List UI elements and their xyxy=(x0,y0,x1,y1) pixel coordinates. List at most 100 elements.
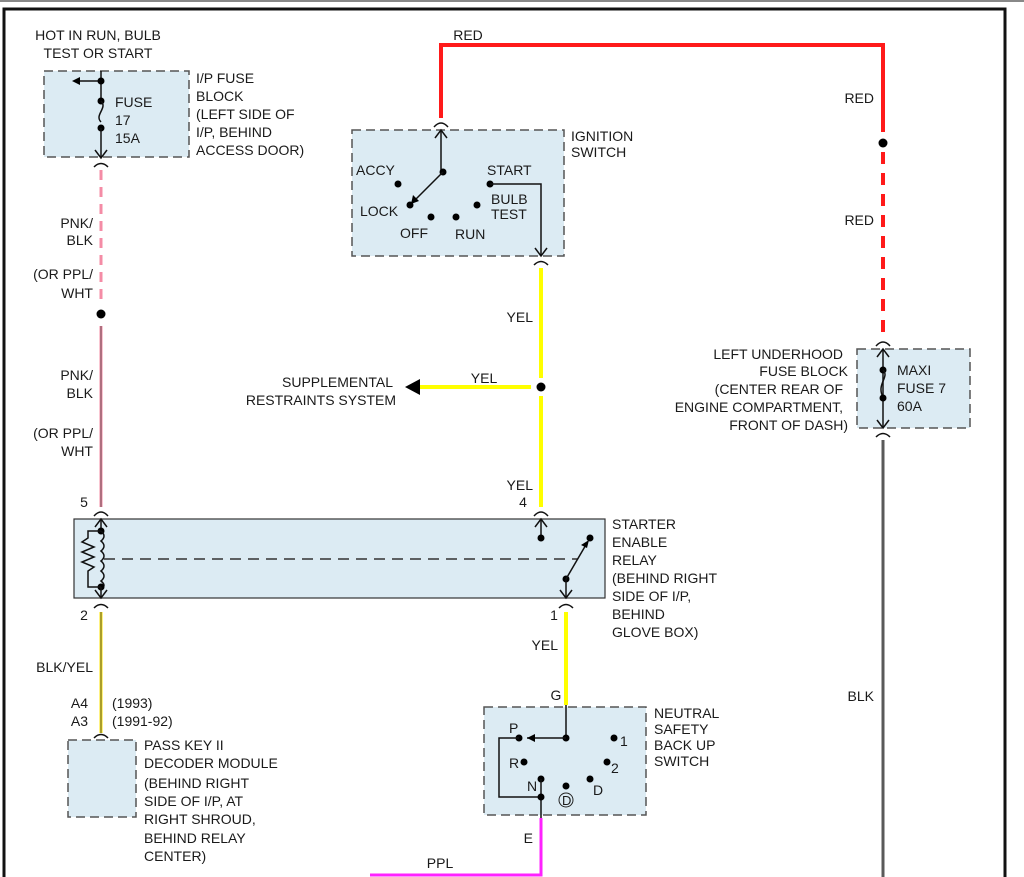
ignition-switch-name: SWITCH xyxy=(571,144,626,160)
ip-fuse-block-desc: I/P, BEHIND xyxy=(196,124,272,140)
splice-pnk xyxy=(96,309,106,319)
wire-label-yel: YEL xyxy=(471,370,498,386)
fuse-node xyxy=(879,394,887,402)
pin-label: 1 xyxy=(550,607,558,623)
nss-pos-od xyxy=(562,782,570,790)
passkey-desc: RIGHT SHROUD, xyxy=(144,811,256,827)
ignition-contact-arm xyxy=(413,171,444,202)
nss-pos-label: N xyxy=(527,778,537,794)
nss-pin-out: E xyxy=(524,830,533,846)
nss-pin-in: G xyxy=(551,687,562,703)
splice-yel xyxy=(536,382,546,392)
maxi-fuse-label: 60A xyxy=(897,398,923,414)
ip-fuse-block-desc: ACCESS DOOR) xyxy=(196,142,304,158)
passkey-year: (1991-92) xyxy=(112,713,173,729)
wire-label-pnk: BLK xyxy=(67,232,94,248)
connector-arrow-icon xyxy=(534,517,548,528)
arrow-left-icon xyxy=(72,77,80,85)
connector-arrow-icon xyxy=(534,247,548,258)
passkey-desc: CENTER) xyxy=(144,848,206,864)
pin-label: 4 xyxy=(519,494,527,510)
start-circuit xyxy=(490,183,542,256)
ignition-switch-name: IGNITION xyxy=(571,128,633,144)
passkey-pin: A3 xyxy=(71,713,88,729)
passkey-desc: DECODER MODULE xyxy=(144,755,278,771)
nss-pos-1 xyxy=(610,734,618,742)
pos-accy xyxy=(394,180,402,188)
connector-cap-icon xyxy=(93,733,109,739)
connector-arrow-icon xyxy=(876,347,890,358)
fuse-symbol-icon xyxy=(98,100,104,123)
underhood-desc: FUSE BLOCK xyxy=(759,363,848,379)
relay-desc: BEHIND xyxy=(612,606,665,622)
wire-label-alt: (OR PPL/ xyxy=(33,266,93,282)
fuse17-label: FUSE xyxy=(115,94,152,110)
ip-fuse-block-desc: BLOCK xyxy=(196,88,244,104)
pos-bulb-label: BULB xyxy=(491,191,528,207)
wire-label-red: RED xyxy=(844,90,874,106)
connector-cap-icon xyxy=(875,341,891,347)
passkey-year: (1993) xyxy=(112,695,152,711)
ip-fuse-block-desc: (LEFT SIDE OF xyxy=(196,106,295,122)
nss-pos-r xyxy=(520,758,528,766)
wire-label-alt: (OR PPL/ xyxy=(33,425,93,441)
maxi-fuse-label: FUSE 7 xyxy=(897,380,946,396)
nss-pos-label: R xyxy=(509,755,519,771)
pos-off xyxy=(427,213,435,221)
switch-contact xyxy=(586,534,594,542)
pos-start-label: START xyxy=(487,162,532,178)
relay-coil-icon xyxy=(99,530,105,589)
nss-pos-label: D xyxy=(593,782,603,798)
nss-desc: NEUTRAL xyxy=(654,705,720,721)
passkey-desc: SIDE OF I/P, AT xyxy=(144,793,244,809)
arm-arrow-icon xyxy=(527,734,535,742)
passkey-module-box xyxy=(67,739,137,818)
nss-pos-d xyxy=(586,775,594,783)
passkey-desc: PASS KEY II xyxy=(144,737,224,753)
fuse17-label: 17 xyxy=(115,112,131,128)
switch-contact xyxy=(537,534,545,542)
ignition-switch-box xyxy=(351,129,565,257)
connector-cap-icon xyxy=(93,603,109,609)
relay-switch-arm xyxy=(565,542,588,580)
pos-lock-label: LOCK xyxy=(360,203,399,219)
passkey-desc: (BEHIND RIGHT xyxy=(144,775,249,791)
pos-lock xyxy=(406,201,414,209)
wire-label-alt: WHT xyxy=(61,443,93,459)
nss-park-neutral-jumper xyxy=(498,737,541,798)
wire-label-red: RED xyxy=(844,212,874,228)
power-source-label: HOT IN RUN, BULB xyxy=(35,27,161,43)
connector-arrow-icon xyxy=(559,589,573,600)
nss-pos-2 xyxy=(603,758,611,766)
power-source-label: TEST OR START xyxy=(44,45,153,61)
underhood-desc: ENGINE COMPARTMENT, xyxy=(675,399,843,415)
arm-arrow-icon xyxy=(411,195,419,204)
maxi-fuse-label: MAXI xyxy=(897,362,931,378)
underhood-desc: LEFT UNDERHOOD xyxy=(713,346,843,362)
nss-pos-label: 2 xyxy=(611,760,619,776)
nss-desc: BACK UP xyxy=(654,737,715,753)
pos-off-label: OFF xyxy=(400,225,428,241)
nss-pos-label: 1 xyxy=(620,733,628,749)
relay-desc: GLOVE BOX) xyxy=(612,624,698,640)
nss-out-node xyxy=(537,793,545,801)
passkey-pin: A4 xyxy=(71,695,88,711)
nss-pos-label: D xyxy=(562,793,571,808)
underhood-desc: (CENTER REAR OF xyxy=(715,381,843,397)
fuse-node xyxy=(97,77,105,85)
wire-label-ppl: PPL xyxy=(427,855,454,871)
pin-label: 2 xyxy=(80,607,88,623)
connector-cap-icon xyxy=(875,432,891,438)
splice-red xyxy=(878,138,888,148)
relay-desc: STARTER xyxy=(612,516,676,532)
pos-test-label: TEST xyxy=(491,206,527,222)
wire-label-yel: YEL xyxy=(507,477,534,493)
relay-desc: (BEHIND RIGHT xyxy=(612,570,717,586)
ip-fuse-block-desc: I/P FUSE xyxy=(196,70,254,86)
wire-label-blk: BLK xyxy=(848,688,875,704)
connector-cap-icon xyxy=(93,511,109,517)
connector-cap-icon xyxy=(533,511,549,517)
connector-cap-icon xyxy=(558,603,574,609)
underhood-desc: FRONT OF DASH) xyxy=(729,417,848,433)
